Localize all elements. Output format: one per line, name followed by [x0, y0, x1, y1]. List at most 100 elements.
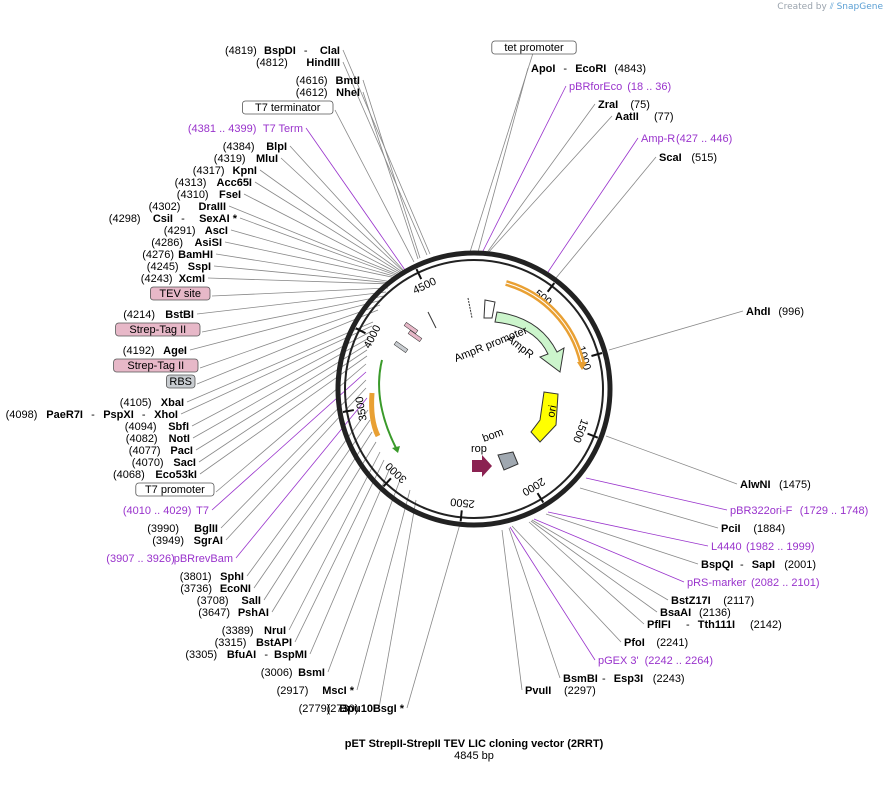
- enzyme-name: DraIII: [198, 201, 226, 213]
- leader-line: [485, 103, 596, 255]
- site-position: (4319): [214, 153, 246, 165]
- site-position: (4384): [223, 141, 255, 153]
- enzyme-name: KpnI: [233, 165, 257, 177]
- enzyme-name: AhdI: [746, 306, 770, 318]
- primer-label: Amp-R(427 .. 446): [641, 133, 732, 145]
- tick-mark: [382, 477, 392, 488]
- site-label: SacI(4070): [132, 457, 196, 469]
- site-label: NheI(4612): [296, 87, 360, 99]
- enzyme-name: BglII: [194, 523, 218, 535]
- feature-box-text: TEV site: [159, 288, 201, 300]
- enzyme-name: Eco53kI: [155, 469, 197, 481]
- enzyme-name: BspQI: [701, 559, 733, 571]
- site-position: (4298): [109, 213, 141, 225]
- leader-line: [481, 85, 567, 254]
- site-label: SgrAI(3949): [152, 535, 223, 547]
- site-position: (3647): [198, 607, 230, 619]
- leader-line: [220, 379, 367, 529]
- small-orange-arc: [369, 392, 381, 438]
- enzyme-name: PacI: [170, 445, 193, 457]
- leader-line: [186, 321, 374, 403]
- feature-box-label: T7 promoter: [135, 482, 215, 497]
- plasmid-title: pET StrepII-StrepII TEV LIC cloning vect…: [345, 738, 604, 750]
- separator: -: [142, 409, 146, 421]
- leader-line: [547, 137, 639, 273]
- primer-name: Amp-R: [641, 133, 675, 145]
- leader-line: [530, 520, 658, 613]
- enzyme-name: XhoI: [154, 409, 178, 421]
- site-position: (1729 .. 1748): [800, 505, 869, 517]
- site-label: DraIII(4302): [149, 201, 226, 213]
- site-position: (3389): [222, 625, 254, 637]
- site-label: PciI(1884): [721, 523, 785, 535]
- feature-box: [113, 358, 199, 373]
- leader-line: [196, 309, 379, 385]
- feature-box-label: RBS: [165, 374, 196, 389]
- tick-label: 2000: [520, 475, 547, 498]
- primer-name: pBRrevBam: [174, 553, 233, 565]
- leader-line: [309, 467, 391, 655]
- leader-line: [294, 459, 385, 643]
- enzyme-name: PfoI: [624, 637, 645, 649]
- separator: -: [304, 45, 308, 57]
- bom-feature: [497, 451, 519, 471]
- leader-line: [215, 363, 367, 493]
- site-position: (4812): [256, 57, 288, 69]
- enzyme-name: PaeR7I: [46, 409, 83, 421]
- leader-line: [342, 49, 431, 255]
- site-position: (4243): [141, 273, 173, 285]
- feature-box-label: Strep-Tag II: [113, 358, 199, 373]
- feature-box: [491, 40, 577, 55]
- primer-label: T7(4010 .. 4029): [123, 505, 209, 517]
- enzyme-name: AscI: [205, 225, 228, 237]
- site-label: AlwNI(1475): [740, 479, 811, 491]
- site-position: (2136): [699, 607, 731, 619]
- site-position: (2917): [277, 685, 309, 697]
- site-position: (4077): [129, 445, 161, 457]
- site-label: AatII(77): [615, 111, 674, 123]
- tick-mark: [342, 409, 355, 413]
- enzyme-name: PflFI: [647, 619, 671, 631]
- site-position: (4381 .. 4399): [188, 123, 257, 135]
- leader-line: [239, 217, 399, 277]
- enzyme-name: BamHI: [178, 249, 213, 261]
- leader-line: [243, 193, 401, 275]
- enzyme-name: AlwNI: [740, 479, 771, 491]
- site-position: (4819): [225, 45, 257, 57]
- primer-name: L4440: [711, 541, 742, 553]
- leader-line: [196, 291, 387, 315]
- site-label: NotI(4082): [126, 433, 190, 445]
- brand-name: SnapGene: [836, 2, 883, 12]
- tick-label: 2500: [450, 495, 476, 509]
- leader-line: [271, 441, 377, 613]
- site-position: (4286): [151, 237, 183, 249]
- feature-box: [149, 286, 211, 301]
- site-label: BspQI-SapI(2001): [701, 559, 816, 571]
- leader-line: [305, 127, 406, 271]
- site-label: MluI (4319): [214, 153, 278, 165]
- ori-feature: [530, 391, 559, 443]
- feature-box-label: T7 terminator: [241, 100, 334, 115]
- enzyme-name: SacI: [173, 457, 196, 469]
- site-position: (4098): [6, 409, 38, 421]
- enzyme-name: MluI: [256, 153, 278, 165]
- enzyme-name: BstAPI: [256, 637, 292, 649]
- site-position: (4192): [123, 345, 155, 357]
- leader-line: [406, 523, 461, 709]
- site-position: (77): [654, 111, 674, 123]
- site-label: BmtI(4616): [296, 75, 360, 87]
- site-position: (2730): [327, 703, 359, 715]
- enzyme-name: BmtI: [336, 75, 360, 87]
- enzyme-name: AsiSI: [194, 237, 222, 249]
- feature-box-text: Strep-Tag II: [127, 360, 184, 372]
- enzyme-name: MscI *: [322, 685, 355, 697]
- tick-mark: [536, 492, 545, 504]
- site-label: BglII(3990): [147, 523, 218, 535]
- site-position: (3949): [152, 535, 184, 547]
- leader-line: [608, 310, 744, 351]
- leader-line: [201, 295, 385, 333]
- enzyme-name: SexAI *: [199, 213, 238, 225]
- leader-line: [531, 519, 669, 601]
- site-labels: ClaI-BspDI(4819)HindIII(4812)BmtI(4616)N…: [6, 40, 869, 715]
